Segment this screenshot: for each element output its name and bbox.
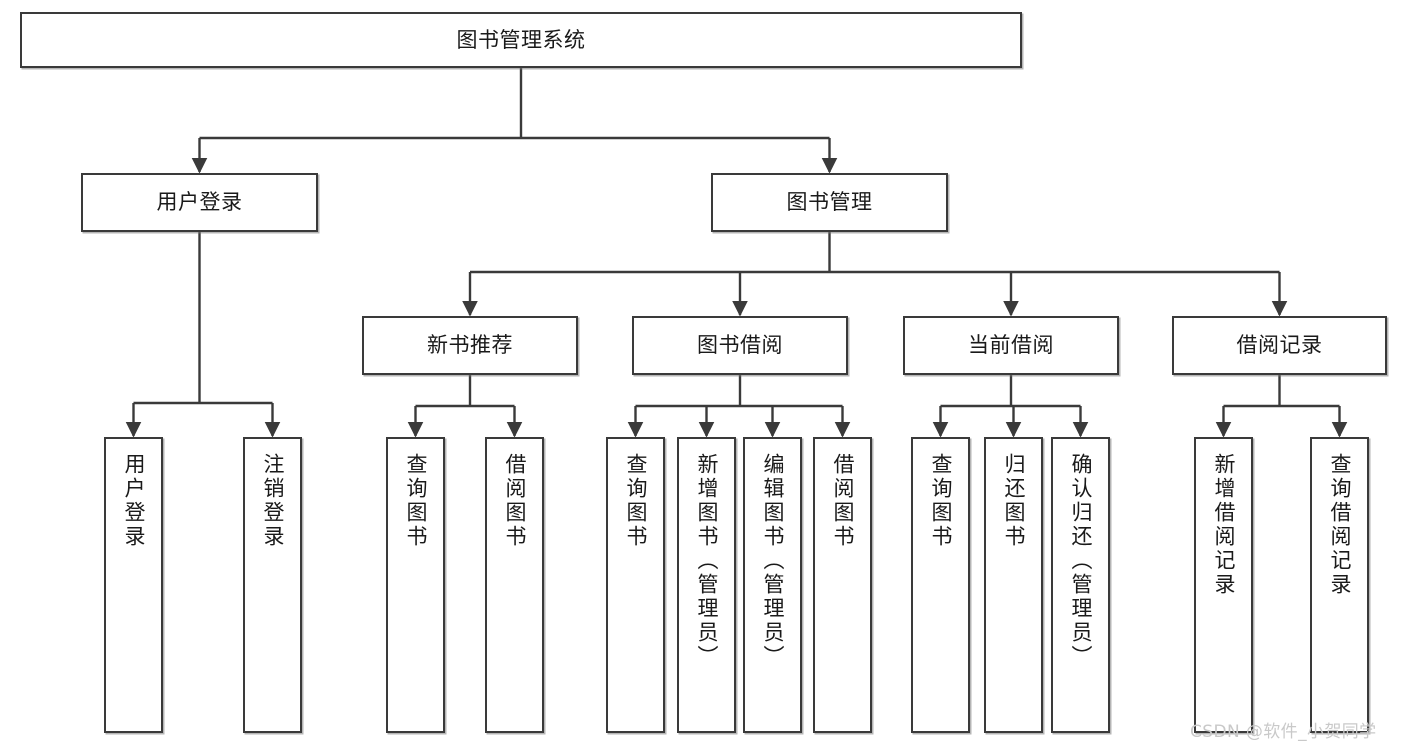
node-label: 查询图书 (929, 453, 953, 549)
node-leaf-query-record[interactable]: 查询借阅记录 (1310, 437, 1369, 733)
node-current-borrow[interactable]: 当前借阅 (903, 316, 1119, 375)
node-leaf-edit-book[interactable]: 编辑图书（管理员） (743, 437, 802, 733)
node-leaf-add-record[interactable]: 新增借阅记录 (1194, 437, 1253, 733)
node-leaf-return-book[interactable]: 归还图书 (984, 437, 1043, 733)
node-label: 图书管理 (786, 190, 873, 215)
csdn-watermark: CSDN @软件_小贺同学 (1190, 722, 1377, 742)
node-new-book-rec[interactable]: 新书推荐 (362, 316, 578, 375)
node-borrow-record[interactable]: 借阅记录 (1172, 316, 1387, 375)
node-label: 用户登录 (122, 453, 146, 549)
node-leaf-query-book-cur[interactable]: 查询图书 (911, 437, 970, 733)
node-label: 当前借阅 (968, 333, 1054, 358)
node-label: 用户登录 (156, 190, 243, 215)
node-leaf-borrow-book-rec[interactable]: 借阅图书 (485, 437, 544, 733)
node-leaf-add-book[interactable]: 新增图书（管理员） (677, 437, 736, 733)
node-user-login[interactable]: 用户登录 (81, 173, 318, 232)
node-leaf-user-login[interactable]: 用户登录 (104, 437, 163, 733)
node-label: 新书推荐 (427, 333, 513, 358)
node-label: 确认归还（管理员） (1069, 453, 1093, 669)
node-book-borrow[interactable]: 图书借阅 (632, 316, 848, 375)
node-label: 查询图书 (404, 453, 428, 549)
node-leaf-borrow-book[interactable]: 借阅图书 (813, 437, 872, 733)
node-label: 图书管理系统 (456, 27, 586, 52)
node-label: 新增借阅记录 (1212, 453, 1236, 597)
node-root[interactable]: 图书管理系统 (20, 12, 1022, 68)
node-label: 借阅图书 (503, 453, 527, 549)
node-book-manage[interactable]: 图书管理 (711, 173, 948, 232)
node-label: 编辑图书（管理员） (761, 453, 785, 669)
node-label: 归还图书 (1002, 453, 1026, 549)
node-label: 查询借阅记录 (1328, 453, 1352, 597)
node-label: 借阅图书 (831, 453, 855, 549)
node-leaf-user-logout[interactable]: 注销登录 (243, 437, 302, 733)
node-label: 注销登录 (261, 453, 285, 549)
node-label: 新增图书（管理员） (695, 453, 719, 669)
node-leaf-confirm-return[interactable]: 确认归还（管理员） (1051, 437, 1110, 733)
node-leaf-query-book-borrow[interactable]: 查询图书 (606, 437, 665, 733)
node-label: 查询图书 (624, 453, 648, 549)
node-label: 借阅记录 (1236, 333, 1323, 358)
node-leaf-query-book-rec[interactable]: 查询图书 (386, 437, 445, 733)
node-label: 图书借阅 (697, 333, 783, 358)
